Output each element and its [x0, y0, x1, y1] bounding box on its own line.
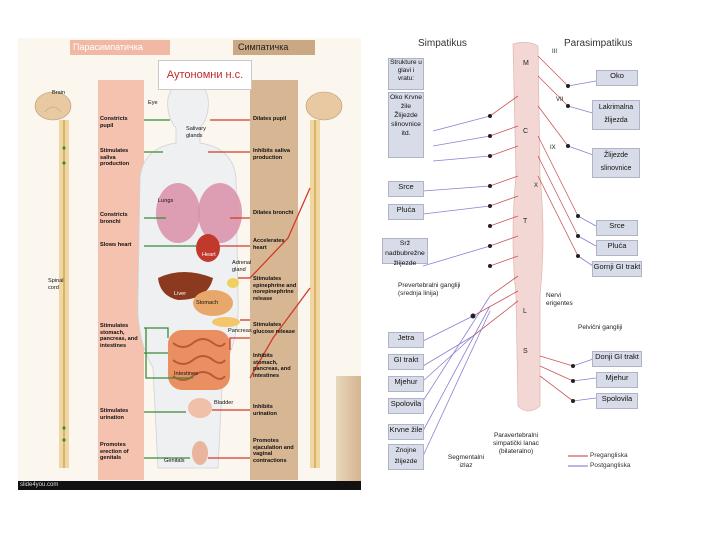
box-heart-left: Srce — [388, 181, 424, 197]
organ-bladder: Bladder — [214, 400, 234, 406]
parasympathetic-header: Парасимпатичка — [73, 42, 143, 52]
anatomy-diagram — [34, 40, 343, 480]
watermark: slide4you.com — [20, 482, 59, 488]
simp-label-glucose: Stimulates glucose release — [253, 322, 295, 335]
box-eye-vessels-glands: Oko Krvne žile Žlijezde slinovnice itd. — [388, 92, 424, 158]
title-parasimpatikus: Parasimpatikus — [564, 38, 633, 49]
box-gi-tract-left: GI trakt — [388, 354, 424, 370]
organ-genitals: Genitals — [164, 458, 185, 464]
organ-spinal-cord: Spinal cord — [48, 278, 64, 291]
box-sweat-glands: Znojne žlijezde — [388, 444, 424, 470]
box-eye-right: Oko — [596, 70, 638, 86]
sympathetic-header: Симпатичка — [238, 42, 289, 52]
para-label-heart: Slows heart — [100, 242, 132, 248]
para-label-genitals: Promotes erection of genitals — [100, 442, 129, 462]
para-label-pupil: Constricts pupil — [100, 116, 128, 129]
video-overlay — [336, 376, 361, 490]
title-simpatikus: Simpatikus — [418, 38, 467, 49]
box-adrenal-medulla: Srž nadbubrežne žlijezde — [382, 238, 428, 267]
box-bladder-right: Mjehur — [596, 372, 638, 388]
box-lungs-left: Pluća — [388, 204, 424, 220]
cord-label-t: T — [523, 218, 528, 225]
box-lacrimal-gland: Lakrimalna žlijezda — [592, 100, 640, 130]
box-liver: Jetra — [388, 332, 424, 348]
video-control-bar: slide4you.com — [18, 481, 361, 490]
annot-nervi-erigentes: Nervi erigentes — [546, 292, 573, 307]
organ-heart: Heart — [202, 252, 216, 258]
legend-preganglionic: Pregangliska — [590, 452, 628, 459]
simp-label-digestion: Inhibits stomach, pancreas, and intestin… — [253, 353, 291, 379]
annot-prevertebral: Prevertebralni gangliji (srednja linija) — [398, 282, 461, 297]
organ-intestines: Intestines — [174, 371, 198, 377]
nerve-label-iii: III — [552, 49, 558, 55]
cord-label-c: C — [523, 128, 529, 135]
simp-label-heart: Accelerates heart — [253, 238, 285, 251]
box-upper-gi: Gornji GI trakt — [592, 261, 642, 277]
annot-paravertebral-chain: Paravertebralni simpatički lanac (bilate… — [493, 432, 539, 455]
box-salivary-glands: Žlijezde slinovnice — [592, 148, 640, 178]
box-bladder-left: Mjehur — [388, 376, 424, 392]
cord-label-s: S — [523, 348, 528, 355]
box-lower-gi: Donji GI trakt — [592, 351, 642, 367]
autonomic-nervous-system-image: Парасимпатичка Симпатичка Аутономни н.с.… — [18, 38, 361, 490]
annot-segmental-outflow: Segmentalni izlaz — [447, 454, 485, 469]
box-lungs-right: Pluća — [596, 240, 638, 256]
simpatikus-parasimpatikus-diagram: Simpatikus Parasimpatikus Strukture u gl… — [378, 36, 648, 486]
box-genitals-right: Spolovila — [596, 393, 638, 409]
nerve-label-x: X — [534, 183, 539, 189]
cord-label-l: L — [523, 308, 527, 315]
para-label-saliva: Stimulates saliva production — [100, 148, 130, 168]
simp-label-epinephrine: Stimulates epinephrine and norepinephrin… — [253, 276, 297, 302]
diagram-title: Аутономни н.с. — [158, 60, 252, 90]
box-structures-head-neck: Strukture u glavi i vratu: — [388, 58, 424, 90]
simp-label-ejaculation: Promotes ejaculation and vaginal contrac… — [253, 438, 294, 464]
organ-pancreas: Pancreas — [228, 328, 252, 334]
nerve-label-vii: VII — [556, 97, 564, 103]
cord-label-m: M — [523, 60, 529, 67]
organ-stomach: Stomach — [196, 300, 219, 306]
nerve-label-ix: IX — [550, 145, 556, 151]
para-label-bronchi: Constricts bronchi — [100, 212, 128, 225]
simp-label-bronchi: Dilates bronchi — [253, 210, 294, 216]
nerve-pathways — [422, 42, 597, 467]
legend-postganglionic: Postgangliska — [590, 462, 631, 469]
annot-pelvic-ganglia: Pelvični gangliji — [578, 324, 623, 331]
box-heart-right: Srce — [596, 220, 638, 236]
organ-lungs: Lungs — [158, 198, 174, 204]
box-genitals-left: Spolovila — [388, 398, 424, 414]
organ-eye: Eye — [148, 100, 158, 106]
simp-label-saliva: Inhibits saliva production — [253, 148, 290, 161]
simp-label-pupil: Dilates pupil — [253, 116, 287, 122]
box-blood-vessels: Krvne žile — [388, 424, 424, 440]
organ-adrenal: Adrenal gland — [232, 260, 252, 273]
para-label-digestion: Stimulates stomach, pancreas, and intest… — [100, 323, 138, 349]
organ-salivary: Salivary glands — [186, 126, 206, 139]
organ-brain: Brain — [52, 90, 66, 96]
simp-label-urination: Inhibits urination — [253, 404, 277, 417]
organ-liver: Liver — [174, 291, 187, 297]
para-label-urination: Stimulates urination — [100, 408, 129, 421]
